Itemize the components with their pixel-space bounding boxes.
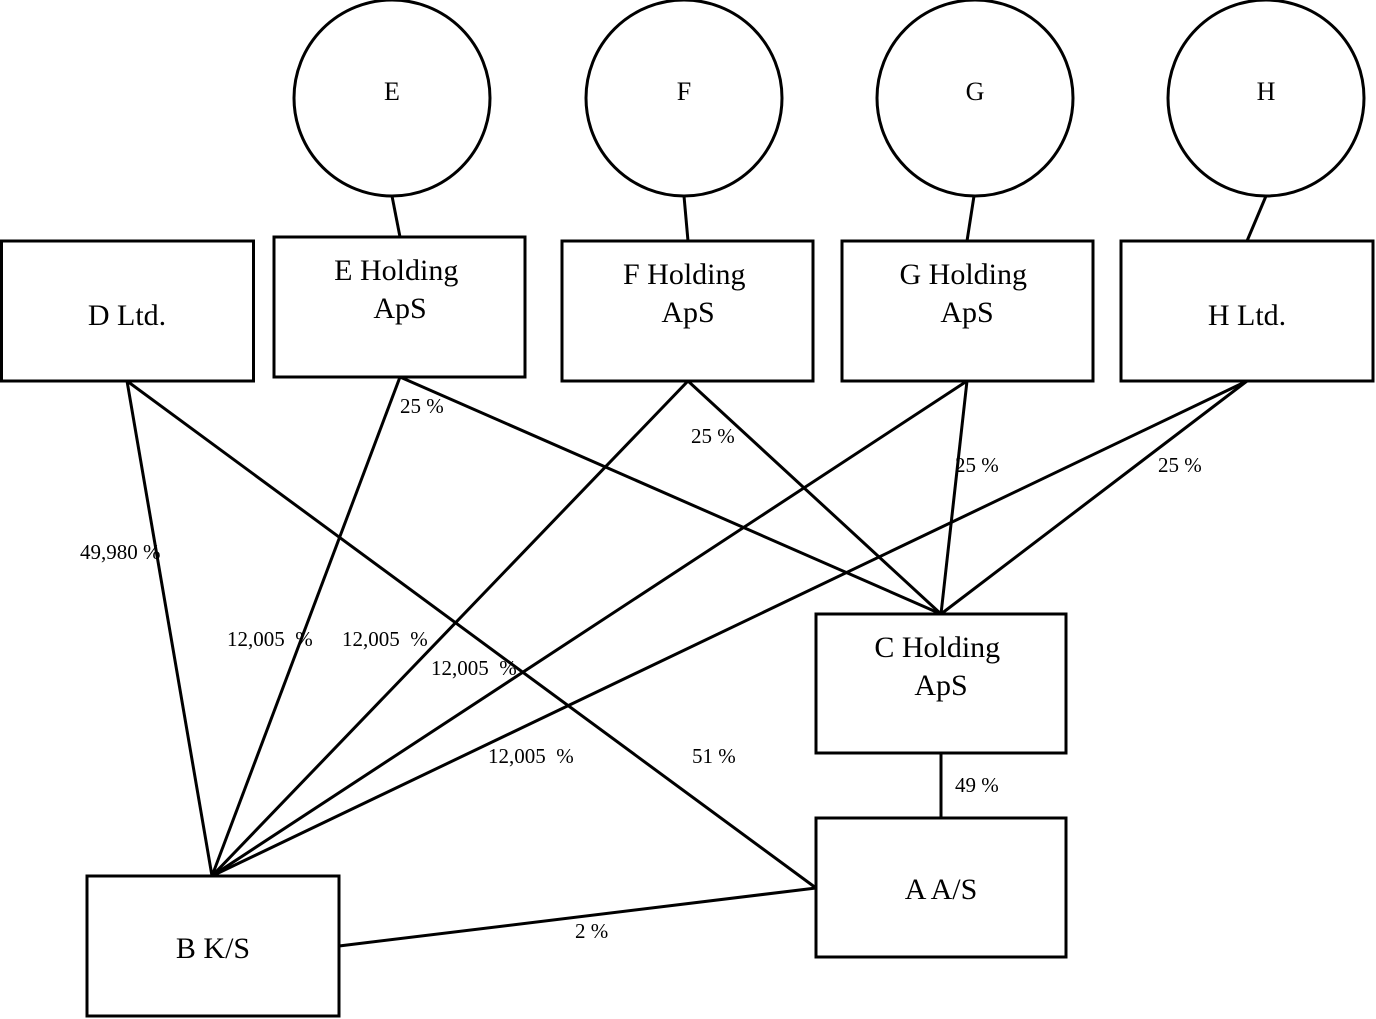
person-f-label: F xyxy=(677,77,691,106)
company-g-holding-line-2: ApS xyxy=(940,296,993,329)
pct-e-to-b: 12,005 % xyxy=(227,627,313,651)
pct-f-to-c: 25 % xyxy=(691,424,735,448)
person-f-circle xyxy=(584,0,784,198)
company-e-holding-box xyxy=(272,235,527,379)
edge-g-person-to-g-holding xyxy=(965,195,976,242)
edge-h-to-b xyxy=(211,379,1248,878)
person-h-circle xyxy=(1166,0,1366,198)
edge-e-to-b xyxy=(210,376,402,877)
person-e-circle xyxy=(292,0,492,198)
edge-g-to-b xyxy=(211,379,968,878)
company-c-holding-label: C Holding ApS xyxy=(874,631,1007,702)
company-g-holding-line-1: G Holding xyxy=(900,258,1028,291)
pct-f-to-b: 12,005 % xyxy=(342,627,428,651)
company-e-holding: E Holding ApS xyxy=(272,235,527,379)
pct-b-to-a: 2 % xyxy=(575,919,608,943)
company-a-as-label: A A/S xyxy=(905,873,978,906)
company-h-ltd-box xyxy=(1119,239,1375,383)
company-f-holding-line-2: ApS xyxy=(661,296,714,329)
company-g-holding: G Holding ApS xyxy=(840,239,1095,383)
company-h-ltd-label: H Ltd. xyxy=(1208,299,1286,332)
edge-h-person-to-h-ltd xyxy=(1245,195,1268,242)
company-f-holding-box xyxy=(560,239,815,383)
company-b-ks: B K/S xyxy=(85,874,341,1018)
edge-f-person-to-f-holding xyxy=(682,195,690,242)
company-a-as-box xyxy=(814,816,1068,959)
company-e-holding-line-1: E Holding xyxy=(334,254,458,287)
pct-g-to-b: 12,005 % xyxy=(431,656,517,680)
edge-d-to-b xyxy=(125,380,214,877)
company-f-holding-line-1: F Holding xyxy=(623,258,746,291)
company-c-holding-line-2: ApS xyxy=(914,669,967,702)
edge-e-person-to-e-holding xyxy=(390,195,402,238)
edges xyxy=(125,195,1268,948)
pct-h-to-b: 12,005 % xyxy=(488,744,574,768)
company-d-ltd-box xyxy=(0,239,255,383)
pct-d-to-b: 49,980 % xyxy=(80,540,161,564)
company-g-holding-box xyxy=(840,239,1095,383)
ownership-labels: 49,980 % 12,005 % 12,005 % 12,005 % 12,0… xyxy=(80,394,1202,943)
pct-d-to-a: 51 % xyxy=(692,744,736,768)
person-h-label: H xyxy=(1257,77,1276,106)
pct-h-to-c: 25 % xyxy=(1158,453,1202,477)
person-g-circle xyxy=(875,0,1075,198)
person-g-label: G xyxy=(966,77,985,106)
company-e-holding-label: E Holding ApS xyxy=(334,254,466,325)
company-f-holding-label: F Holding ApS xyxy=(623,258,753,329)
person-h: H xyxy=(1166,0,1366,198)
company-d-ltd-label: D Ltd. xyxy=(88,299,166,332)
company-b-ks-label: B K/S xyxy=(176,932,250,965)
company-h-ltd: H Ltd. xyxy=(1119,239,1375,383)
edge-e-to-c xyxy=(399,375,942,616)
company-c-holding-line-1: C Holding xyxy=(874,631,1000,664)
company-e-holding-line-2: ApS xyxy=(373,292,426,325)
pct-e-to-c: 25 % xyxy=(400,394,444,418)
company-f-holding: F Holding ApS xyxy=(560,239,815,383)
company-b-ks-box xyxy=(85,874,341,1018)
edge-g-to-c xyxy=(939,380,969,615)
edge-h-to-c xyxy=(940,379,1248,616)
company-a-as: A A/S xyxy=(814,816,1068,959)
edge-f-to-b xyxy=(210,379,690,878)
company-g-holding-label: G Holding ApS xyxy=(900,258,1035,329)
edge-b-to-a xyxy=(338,886,817,948)
person-e: E xyxy=(292,0,492,198)
pct-c-to-a: 49 % xyxy=(955,773,999,797)
person-g: G xyxy=(875,0,1075,198)
person-f: F xyxy=(584,0,784,198)
pct-g-to-c: 25 % xyxy=(955,453,999,477)
edge-f-to-c xyxy=(686,379,943,616)
person-e-label: E xyxy=(384,77,400,106)
company-c-holding: C Holding ApS xyxy=(814,612,1068,755)
edge-d-to-a xyxy=(126,379,817,890)
company-d-ltd: D Ltd. xyxy=(0,239,255,383)
company-c-holding-box xyxy=(814,612,1068,755)
